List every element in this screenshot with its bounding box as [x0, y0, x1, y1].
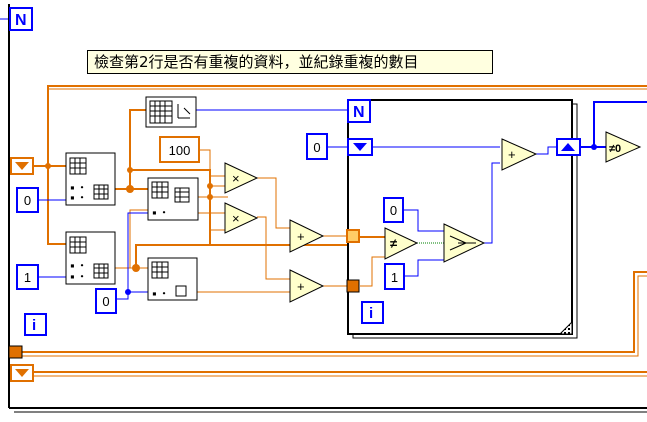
not-equal-zero-node[interactable]: ≠0	[605, 131, 642, 163]
array-subset-node-1[interactable]: ▪ ∙	[147, 177, 199, 221]
not-equal-node[interactable]: ≠	[384, 227, 419, 260]
svg-text:▪ ∙: ▪ ∙	[70, 183, 84, 192]
reshape-array-node[interactable]	[145, 96, 197, 128]
not-equal-label: ≠	[390, 236, 397, 251]
svg-text:▪ ∙: ▪ ∙	[152, 208, 166, 217]
outer-loop-count-terminal[interactable]: N	[9, 7, 33, 31]
outer-for-loop[interactable]	[0, 4, 647, 413]
add-node-2[interactable]: +	[289, 269, 325, 303]
constant-column-index[interactable]: 0	[95, 288, 117, 314]
shift-register-outer-bottom[interactable]	[10, 364, 34, 382]
add-label-inner: +	[508, 147, 516, 162]
inner-iteration-label: i	[369, 305, 373, 322]
outer-tunnel-bottom[interactable]	[8, 345, 23, 359]
inner-loop-iteration-terminal: i	[361, 301, 384, 324]
multiply-node-2[interactable]: ×	[224, 202, 259, 234]
constant-inner-initial-count-value: 0	[313, 140, 320, 155]
select-node[interactable]	[443, 223, 486, 263]
inner-count-label: N	[353, 104, 365, 121]
array-subset-node-2[interactable]: ▪ ∙	[147, 257, 198, 301]
shift-register-inner-right[interactable]	[556, 138, 581, 156]
add-node-inner[interactable]: +	[501, 138, 538, 171]
index-array-node-2[interactable]: ▪ ∙ ▪ ∙	[65, 231, 116, 285]
outer-loop-iteration-terminal: i	[24, 313, 47, 336]
inner-tunnel-index[interactable]	[346, 279, 360, 293]
multiply-label-2: ×	[232, 211, 240, 226]
svg-text:▪ ∙: ▪ ∙	[70, 272, 84, 281]
shift-register-inner-left[interactable]	[347, 138, 373, 156]
multiply-node-1[interactable]: ×	[224, 162, 259, 194]
constant-select-true-value: 1	[391, 270, 398, 285]
constant-outer-row-index[interactable]: 0	[16, 187, 39, 213]
svg-text:▪ ∙: ▪ ∙	[152, 289, 166, 298]
constant-size-100[interactable]: 100	[159, 136, 200, 163]
constant-select-true[interactable]: 1	[384, 263, 405, 290]
multiply-label-1: ×	[232, 171, 240, 186]
inner-tunnel-array[interactable]	[346, 229, 360, 243]
add-label-1: +	[297, 229, 305, 244]
constant-size-100-value: 100	[169, 143, 191, 158]
inner-loop-count-terminal[interactable]: N	[347, 99, 371, 123]
outer-count-label: N	[15, 12, 27, 29]
wire-junctions	[45, 144, 597, 295]
constant-outer-row-index-value: 0	[24, 193, 31, 208]
constant-select-false[interactable]: 0	[383, 197, 404, 223]
add-label-2: +	[297, 279, 305, 294]
not-equal-zero-label: ≠0	[609, 143, 621, 155]
add-node-1[interactable]: +	[289, 219, 325, 253]
constant-inner-initial-count[interactable]: 0	[306, 133, 328, 160]
array-wire-top	[26, 85, 647, 167]
constant-column-index-value: 0	[102, 294, 109, 309]
constant-outer-col-index-value: 1	[24, 270, 31, 285]
svg-text:▪ ∙: ▪ ∙	[70, 193, 84, 202]
outer-iteration-label: i	[32, 317, 36, 334]
array-wire-bottom-shift	[22, 271, 647, 353]
comment-label: 檢查第2行是否有重複的資料，並紀錄重複的數目	[87, 50, 493, 74]
constant-outer-col-index[interactable]: 1	[16, 264, 39, 290]
shift-register-outer-left[interactable]	[10, 157, 34, 175]
constant-select-false-value: 0	[390, 203, 397, 218]
index-array-node-1[interactable]: ▪ ∙ ▪ ∙	[65, 152, 116, 206]
svg-text:▪ ∙: ▪ ∙	[70, 261, 84, 270]
